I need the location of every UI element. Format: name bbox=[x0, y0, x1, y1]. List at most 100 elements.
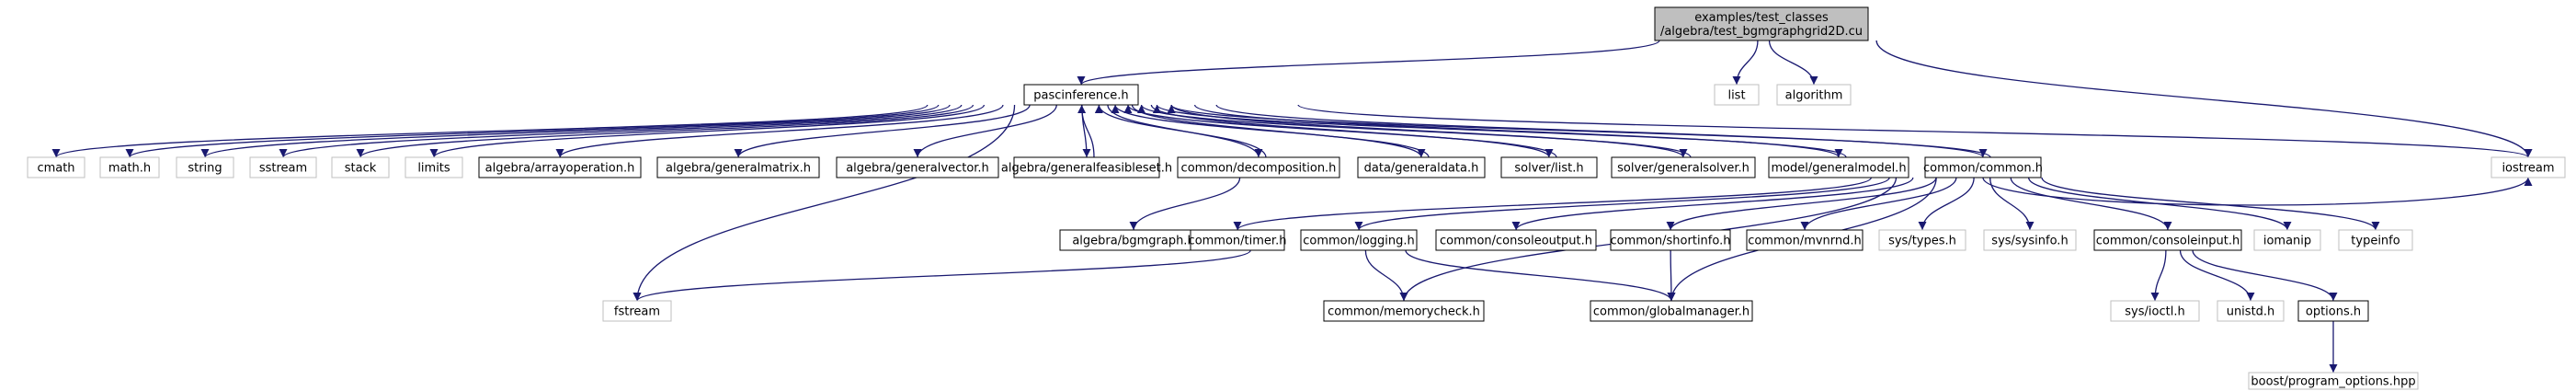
node-globalmgr[interactable]: common/globalmanager.h bbox=[1590, 300, 1753, 322]
node-box-fstream bbox=[602, 300, 672, 322]
edge-decomp-to-pasc bbox=[1094, 104, 1267, 158]
node-boostpo: boost/program_options.hpp bbox=[2248, 372, 2419, 390]
node-syssysinfo: sys/sysinfo.h bbox=[1983, 229, 2077, 251]
node-consolein[interactable]: common/consoleinput.h bbox=[2093, 229, 2242, 251]
node-box-algorithm bbox=[1776, 84, 1852, 106]
edge-pasc-to-mathh bbox=[125, 104, 940, 158]
node-label-genmodel: model/generalmodel.h bbox=[1771, 162, 1906, 176]
node-label-gendata: data/generaldata.h bbox=[1364, 162, 1479, 176]
node-box-options bbox=[2297, 300, 2369, 322]
edge-root-to-pasc bbox=[1077, 40, 1660, 86]
node-common[interactable]: common/common.h bbox=[1923, 156, 2043, 178]
node-solverlist[interactable]: solver/list.h bbox=[1500, 156, 1598, 178]
node-label-shortinfo: common/shortinfo.h bbox=[1611, 235, 1731, 248]
node-genmatrix[interactable]: algebra/generalmatrix.h bbox=[656, 156, 820, 178]
node-mvnrnd[interactable]: common/mvnrnd.h bbox=[1746, 229, 1864, 251]
node-cmath: cmath bbox=[27, 156, 85, 178]
edge-common-to-iostream bbox=[1982, 177, 2533, 206]
node-label-sysioctl: sys/ioctl.h bbox=[2125, 305, 2184, 319]
node-timer[interactable]: common/timer.h bbox=[1189, 229, 1287, 251]
node-label-string: string bbox=[188, 162, 222, 176]
node-label-logging: common/logging.h bbox=[1303, 235, 1415, 248]
node-string: string bbox=[176, 156, 234, 178]
edge-decomp-to-bgmgraph bbox=[1129, 177, 1241, 231]
edge-common-to-logging bbox=[1354, 177, 1890, 231]
node-algorithm: algorithm bbox=[1776, 84, 1852, 106]
edge-pasc-to-stack bbox=[356, 104, 975, 158]
node-box-mvnrnd bbox=[1746, 229, 1864, 251]
node-label-gensolver: solver/generalsolver.h bbox=[1617, 162, 1750, 176]
node-box-systypes bbox=[1878, 229, 1966, 251]
node-label-sstream: sstream bbox=[259, 162, 307, 176]
node-mathh: math.h bbox=[99, 156, 160, 178]
node-box-syssysinfo bbox=[1983, 229, 2077, 251]
node-genfeas[interactable]: algebra/generalfeasibleset.h bbox=[1001, 156, 1172, 178]
edge-common-to-mvnrnd bbox=[1800, 177, 1957, 231]
node-label-solverlist: solver/list.h bbox=[1514, 162, 1583, 176]
node-label-iostream: iostream bbox=[2502, 162, 2554, 176]
node-box-consoleout bbox=[1435, 229, 1597, 251]
node-box-consolein bbox=[2093, 229, 2242, 251]
node-arrayop[interactable]: algebra/arrayoperation.h bbox=[478, 156, 642, 178]
edge-common-to-pasc bbox=[1167, 104, 1991, 158]
node-label-stack: stack bbox=[345, 162, 377, 176]
node-label-consoleout: common/consoleoutput.h bbox=[1440, 235, 1592, 248]
node-options[interactable]: options.h bbox=[2297, 300, 2369, 322]
edge-pasc-to-fstream bbox=[633, 104, 1016, 302]
node-box-genmodel bbox=[1768, 156, 1909, 178]
edge-common-to-consoleout bbox=[1511, 177, 1914, 231]
node-label-syssysinfo: sys/sysinfo.h bbox=[1991, 235, 2068, 248]
node-box-list bbox=[1714, 84, 1760, 106]
edge-pasc-to-genvector bbox=[913, 104, 1057, 158]
node-gendata[interactable]: data/generaldata.h bbox=[1357, 156, 1486, 178]
node-pasc[interactable]: pascinference.h bbox=[1023, 84, 1139, 106]
node-label-bgmgraph: algebra/bgmgraph.h bbox=[1072, 235, 1194, 248]
node-box-root bbox=[1654, 6, 1869, 41]
node-label-timer: common/timer.h bbox=[1189, 235, 1287, 248]
node-decomp[interactable]: common/decomposition.h bbox=[1177, 156, 1340, 178]
edge-pasc-to-genmatrix bbox=[734, 104, 1031, 158]
node-memcheck[interactable]: common/memorycheck.h bbox=[1323, 300, 1485, 322]
node-gensolver[interactable]: solver/generalsolver.h bbox=[1611, 156, 1756, 178]
node-root[interactable]: examples/test_classes/algebra/test_bgmgr… bbox=[1654, 6, 1869, 41]
node-limits: limits bbox=[405, 156, 463, 178]
node-consoleout[interactable]: common/consoleoutput.h bbox=[1435, 229, 1597, 251]
node-label-limits: limits bbox=[417, 162, 450, 176]
edge-root-to-list bbox=[1732, 40, 1759, 86]
edge-common-to-typeinfo bbox=[2041, 177, 2380, 231]
node-bgmgraph[interactable]: algebra/bgmgraph.h bbox=[1059, 229, 1208, 251]
edges-layer bbox=[51, 40, 2533, 373]
edge-solverlist-to-pasc bbox=[1123, 104, 1557, 158]
node-genmodel[interactable]: model/generalmodel.h bbox=[1768, 156, 1909, 178]
node-box-iomanip bbox=[2253, 229, 2321, 251]
node-box-limits bbox=[405, 156, 463, 178]
nodes-layer: examples/test_classes/algebra/test_bgmgr… bbox=[27, 6, 2566, 390]
node-label-consolein: common/consoleinput.h bbox=[2096, 235, 2240, 248]
edge-pasc-to-arrayop bbox=[555, 104, 1004, 158]
node-label-genvector: algebra/generalvector.h bbox=[846, 162, 989, 176]
edge-genfeas-to-pasc bbox=[1077, 104, 1095, 158]
edge-pasc-to-string bbox=[200, 104, 951, 158]
edge-logging-to-fstream bbox=[633, 249, 1251, 302]
node-iomanip: iomanip bbox=[2253, 229, 2321, 251]
edge-common-to-systypes bbox=[1918, 177, 1975, 231]
node-genvector[interactable]: algebra/generalvector.h bbox=[836, 156, 999, 178]
edge-pasc-to-iostream bbox=[1297, 104, 2533, 158]
node-label-memcheck: common/memorycheck.h bbox=[1328, 305, 1480, 319]
node-box-cmath bbox=[27, 156, 85, 178]
node-label-boostpo: boost/program_options.hpp bbox=[2251, 375, 2415, 389]
edge-gensolver-to-pasc bbox=[1137, 104, 1692, 158]
edge-genmodel-to-pasc bbox=[1153, 104, 1847, 158]
node-label-fstream: fstream bbox=[614, 305, 660, 319]
node-shortinfo[interactable]: common/shortinfo.h bbox=[1610, 229, 1731, 251]
node-label-decomp: common/decomposition.h bbox=[1181, 162, 1337, 176]
node-label-typeinfo: typeinfo bbox=[2351, 235, 2399, 248]
edge-root-to-iostream bbox=[1875, 40, 2533, 158]
node-label-pasc: pascinference.h bbox=[1033, 89, 1128, 103]
node-sysioctl: sys/ioctl.h bbox=[2110, 300, 2200, 322]
node-logging[interactable]: common/logging.h bbox=[1300, 229, 1418, 251]
edge-pasc-to-cmath bbox=[51, 104, 929, 158]
edge-logging-to-memcheck bbox=[1364, 249, 1408, 302]
node-box-genmatrix bbox=[656, 156, 820, 178]
node-label-mathh: math.h bbox=[108, 162, 151, 176]
